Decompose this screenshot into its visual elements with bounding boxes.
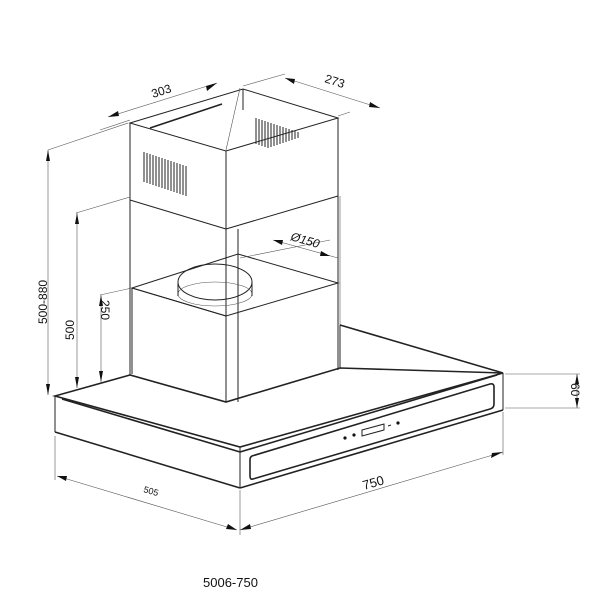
label-hood-depth: 505: [142, 484, 159, 498]
model-number: 5006-750: [203, 575, 258, 590]
label-chimney-depth: 273: [323, 72, 347, 92]
label-min-height: 250: [98, 300, 112, 320]
vent-slots-back: [255, 118, 299, 148]
front-display-panel: [249, 383, 495, 480]
hood-body: [52, 324, 504, 489]
label-duct-diameter: Ø150: [288, 229, 321, 251]
label-lower-chimney-height: 500: [63, 320, 77, 340]
label-hood-width: 750: [361, 472, 386, 492]
label-hood-thickness: 60: [568, 383, 582, 397]
label-chimney-width: 303: [150, 81, 174, 101]
lower-chimney: [129, 196, 341, 402]
dimension-lines: [46, 73, 580, 535]
label-total-height: 500-880: [36, 280, 50, 324]
control-panel: [343, 421, 400, 440]
vent-slots-left: [143, 152, 187, 196]
upper-chimney: [128, 88, 340, 230]
